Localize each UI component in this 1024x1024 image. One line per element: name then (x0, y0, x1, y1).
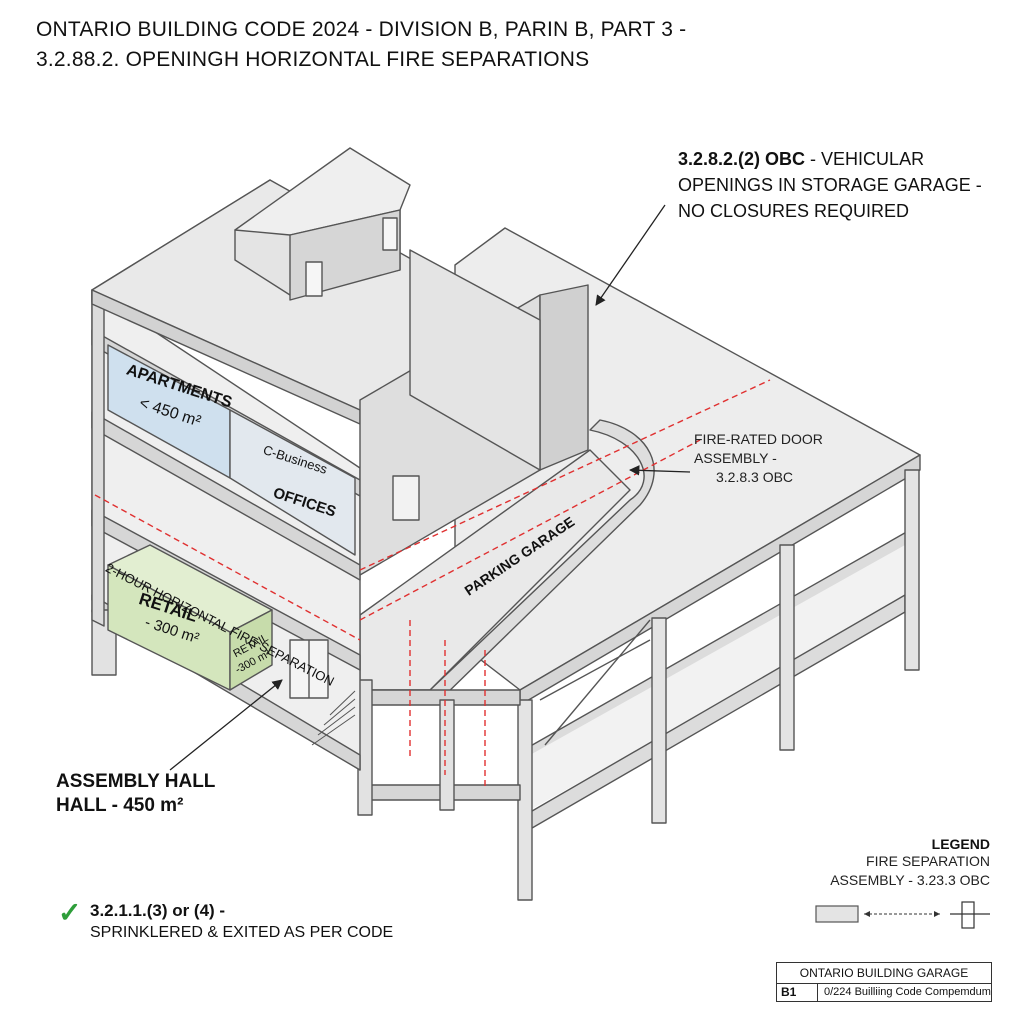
legend-assembly-symbol (961, 901, 975, 929)
offices-room (229, 409, 356, 556)
assembly-label: ASSEMBLY HALL HALL - 450 m² (56, 770, 215, 818)
check-icon: ✓ (58, 897, 82, 928)
legend-symbols (815, 901, 990, 929)
penthouse-door (305, 261, 323, 297)
core-wall (409, 249, 541, 471)
vehicular-callout: 3.2.8.2.(2) OBC - VEHICULAR OPENINGS IN … (678, 146, 982, 224)
legend-title: LEGEND (931, 836, 990, 852)
vehicular-code: 3.2.8.2.(2) OBC (678, 149, 806, 169)
legend-fire-separation-swatch (815, 905, 859, 923)
retail-box-side (229, 609, 273, 691)
door-callout-line-1: FIRE-RATED DOOR (694, 431, 823, 447)
title-line-1: ONTARIO BUILDING CODE 2024 - DIVISION B,… (36, 18, 687, 41)
legend: LEGEND FIRE SEPARATION ASSEMBLY - 3.23.3… (830, 836, 990, 890)
penthouse-top (234, 147, 411, 236)
door-callout: FIRE-RATED DOOR ASSEMBLY - 3.2.8.3 OBC (694, 430, 823, 487)
title-block-heading: ONTARIO BUILDING GARAGE (777, 963, 991, 984)
vehicular-text-3: NO CLOSURES REQUIRED (678, 201, 910, 221)
title-block-sheet: B1 (777, 984, 818, 1001)
sprinkler-text: SPRINKLERED & EXITED AS PER CODE (90, 924, 394, 941)
title-block: ONTARIO BUILDING GARAGE B1 0/224 Buillii… (776, 962, 992, 1002)
door-callout-line-2: ASSEMBLY - (694, 450, 777, 466)
vehicular-leader (595, 204, 666, 306)
assembly-leader (169, 679, 283, 771)
title-block-caption: 0/224 Builliing Code Compemdum (824, 986, 991, 998)
sprinkler-code: 3.2.1.1.(3) or (4) - (90, 901, 226, 920)
core-shaft-side (539, 284, 589, 471)
garage-columns (517, 469, 920, 901)
legend-line-1: FIRE SEPARATION (866, 853, 990, 869)
door-leader (628, 465, 691, 476)
door-callout-line-3: 3.2.8.3 OBC (716, 469, 794, 485)
legend-line-2: ASSEMBLY - 3.23.3 OBC (830, 872, 990, 888)
title-line-2: 3.2.88.2. OPENINGH HORIZONTAL FIRE SEPAR… (36, 48, 590, 71)
vehicular-text-2: OPENINGS IN STORAGE GARAGE - (678, 175, 982, 195)
assembly-line-2: HALL - 450 m² (56, 795, 184, 816)
core-door (392, 475, 420, 521)
assembly-line-1: ASSEMBLY HALL (56, 771, 216, 792)
sprinkler-note: ✓ 3.2.1.1.(3) or (4) - SPRINKLERED & EXI… (58, 897, 394, 944)
ground-stairs (311, 690, 356, 746)
vehicular-text-1: - VEHICULAR (805, 149, 925, 169)
